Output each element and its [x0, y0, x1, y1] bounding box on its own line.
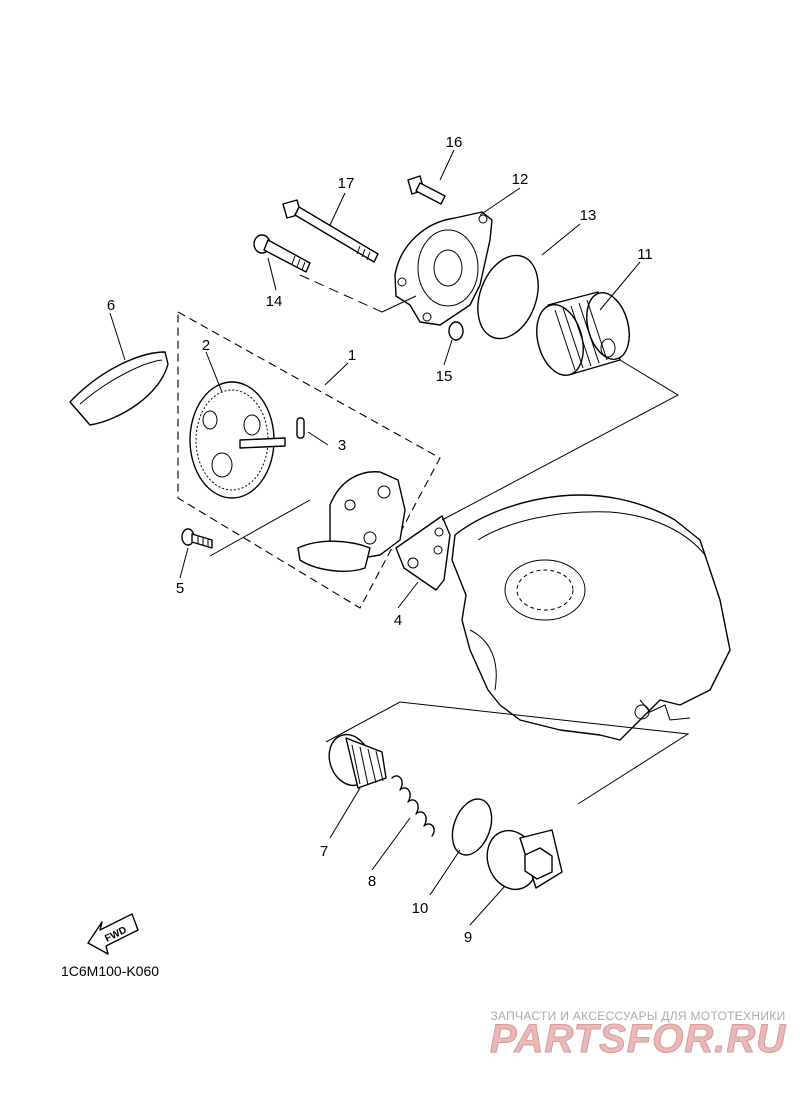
part-11-oil-filter [536, 291, 630, 376]
part-leaders [109, 149, 641, 926]
label-part-9: 9 [464, 929, 472, 946]
label-part-4: 4 [394, 612, 402, 629]
connection-lines [209, 274, 680, 557]
diagram-code: 1C6M100-K060 [61, 963, 159, 979]
label-part-2: 2 [202, 337, 210, 354]
label-part-16: 16 [446, 134, 463, 151]
watermark: ЗАПЧАСТИ И АКСЕССУАРЫ ДЛЯ МОТОТЕХНИКИ PA… [489, 1009, 786, 1062]
label-part-6: 6 [107, 297, 115, 314]
label-part-8: 8 [368, 873, 376, 890]
label-part-12: 12 [512, 171, 529, 188]
label-part-7: 7 [320, 843, 328, 860]
part-14-bolt-short [253, 234, 311, 273]
part-5-screw [181, 528, 213, 549]
part-15-o-ring-small [448, 321, 464, 341]
part-4-gasket [395, 515, 451, 591]
part-8-spring [391, 775, 435, 837]
part-16-bolt-small [407, 175, 446, 205]
part-9-drain-plug [486, 829, 563, 891]
watermark-brand: PARTSFOR.RU [490, 1017, 786, 1061]
part-number-labels: 1 2 3 4 5 6 7 8 9 10 11 12 13 14 15 16 1… [107, 134, 653, 946]
pump-body [297, 471, 406, 572]
label-part-13: 13 [580, 207, 597, 224]
plug-group-lines [325, 701, 690, 805]
label-part-1: 1 [348, 347, 356, 364]
part-10-o-ring [451, 798, 493, 856]
label-part-11: 11 [637, 246, 653, 263]
crankcase-outline [451, 494, 731, 741]
pump-assembly-group-box [177, 311, 441, 609]
part-3-pin [296, 417, 305, 439]
part-12-filter-cover [394, 211, 493, 326]
fwd-arrow-icon: FWD [87, 913, 139, 955]
label-part-3: 3 [338, 437, 346, 454]
label-part-14: 14 [266, 293, 283, 310]
part-17-bolt-long [282, 199, 379, 263]
part-6-cover [69, 351, 169, 426]
part-7-strainer [328, 733, 387, 789]
watermark-tagline: ЗАПЧАСТИ И АКСЕССУАРЫ ДЛЯ МОТОТЕХНИКИ [490, 1009, 785, 1023]
part-13-o-ring [477, 254, 539, 340]
label-part-5: 5 [176, 580, 184, 597]
label-part-17: 17 [338, 175, 355, 192]
label-part-15: 15 [436, 368, 453, 385]
label-part-10: 10 [412, 900, 429, 917]
part-2-gear [189, 381, 286, 499]
